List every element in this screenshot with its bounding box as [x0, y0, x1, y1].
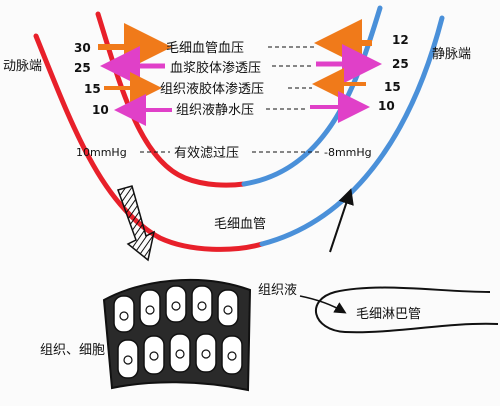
cell-nucleus	[223, 305, 233, 315]
arterial-end-label: 动脉端	[3, 59, 42, 74]
reabsorption-in-arrow	[329, 188, 354, 253]
tissue-cells-block	[102, 278, 252, 392]
arterial-tissue-hydrostatic-value: 10	[92, 103, 109, 117]
cell	[191, 285, 213, 323]
lymph-capillary-label: 毛细淋巴管	[356, 307, 421, 322]
cell-nucleus	[227, 351, 237, 361]
cell-nucleus	[171, 301, 181, 311]
venous-end-label: 静脉端	[432, 47, 471, 62]
cell	[169, 333, 191, 373]
plasma-colloid-label: 血浆胶体渗透压	[170, 60, 261, 76]
venous-tissue-colloid-value: 15	[384, 80, 401, 94]
filtration-out-arrow	[117, 185, 156, 262]
inner-capillary-wall-venous	[241, 5, 383, 187]
venous-capillary-hydrostatic-value: 12	[392, 33, 409, 47]
lymph-capillary-outline	[315, 286, 499, 334]
tissue-fluid-label: 组织液	[258, 283, 297, 298]
cell-nucleus	[123, 355, 133, 365]
cell	[113, 295, 135, 333]
arterial-tissue-colloid-value: 15	[84, 82, 101, 96]
cell	[195, 333, 217, 373]
arterial-capillary-hydrostatic-value: 30	[74, 41, 91, 55]
effective-filtration-label: 有效滤过压	[174, 146, 239, 161]
venous-plasma-colloid-value: 25	[392, 57, 409, 71]
cell-nucleus	[197, 301, 207, 311]
tissue-hydrostatic-label: 组织液静水压	[176, 103, 254, 118]
venous-effective-filtration-value: -8mmHg	[324, 146, 372, 159]
capillary-hydrostatic-label: 毛细血管血压	[166, 41, 244, 56]
tissue-fluid-to-lymph-arrow	[299, 295, 347, 314]
tissue-cells-label: 组织、细胞	[40, 343, 105, 358]
cell-nucleus	[145, 305, 155, 315]
capillary-label: 毛细血管	[214, 217, 266, 232]
cell	[221, 335, 243, 375]
venous-tissue-hydrostatic-value: 10	[378, 99, 395, 113]
cell	[217, 289, 239, 327]
arterial-plasma-colloid-value: 25	[74, 61, 91, 75]
cell	[165, 285, 187, 323]
outer-capillary-wall-venous	[259, 15, 445, 247]
cell	[139, 289, 161, 327]
cell-nucleus	[119, 311, 129, 321]
tissue-colloid-label: 组织液胶体渗透压	[160, 81, 264, 97]
cell-nucleus	[175, 349, 185, 359]
cell-nucleus	[149, 351, 159, 361]
cell	[143, 335, 165, 375]
arterial-effective-filtration-value: 10mmHg	[76, 146, 127, 159]
cell-nucleus	[201, 349, 211, 359]
cell	[117, 339, 139, 379]
